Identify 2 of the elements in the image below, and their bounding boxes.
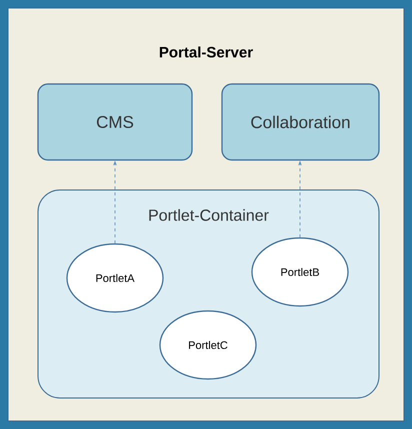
component-box: Collaboration [221,83,380,161]
component-box: CMS [37,83,193,161]
